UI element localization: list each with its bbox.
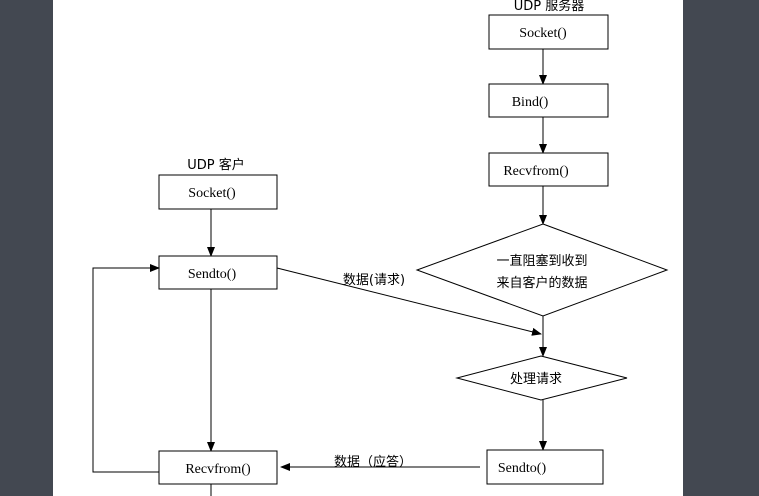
server-bind-box [488, 83, 609, 118]
process-diamond [455, 355, 628, 401]
client-recvfrom-box [158, 450, 278, 485]
process-label: 处理请求 [510, 372, 562, 387]
server-recvfrom-box [488, 152, 609, 187]
block-text-line2: 来自客户的数据 [496, 275, 587, 291]
client-sendto-box [158, 255, 278, 290]
reply-label: 数据（应答） [334, 454, 412, 470]
block-diamond [415, 223, 669, 317]
client-socket-box [158, 174, 278, 210]
request-label: 数据(请求) [343, 273, 405, 288]
client-recvfrom-label: Recvfrom() [185, 462, 251, 477]
server-sendto-box [486, 449, 604, 485]
server-socket-label: Socket() [519, 26, 567, 41]
server-recvfrom-label: Recvfrom() [503, 164, 569, 179]
server-bind-label: Bind() [512, 95, 549, 110]
request-arrow [276, 267, 542, 336]
server-title: UDP 服务器 [514, 0, 585, 14]
loop-back-arrow [92, 264, 160, 473]
client-title: UDP 客户 [187, 157, 245, 173]
server-socket-box [488, 14, 609, 50]
client-sendto-label: Sendto() [188, 267, 237, 282]
block-text-line1: 一直阻塞到收到 [496, 253, 587, 269]
client-socket-label: Socket() [188, 186, 236, 201]
server-sendto-label: Sendto() [498, 461, 547, 476]
